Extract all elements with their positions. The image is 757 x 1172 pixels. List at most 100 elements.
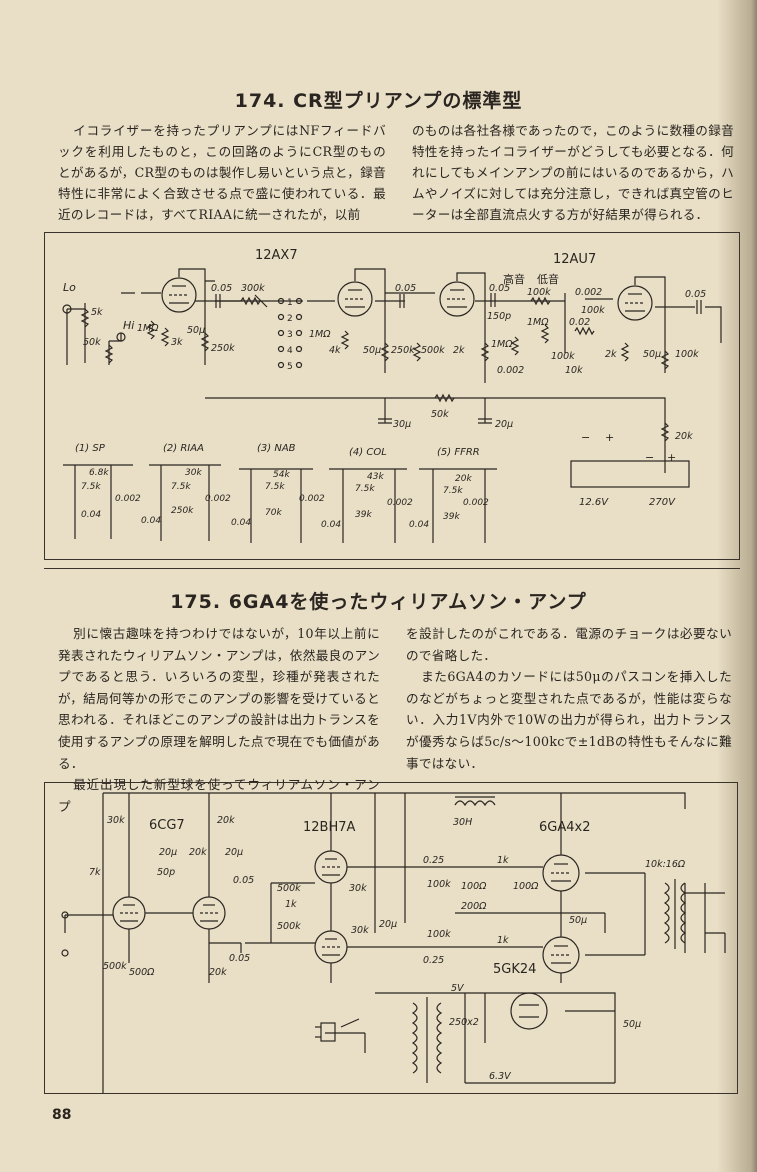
eq-value: 0.002 bbox=[463, 498, 489, 508]
value-label: 100k bbox=[527, 287, 551, 298]
mains-plug bbox=[315, 1018, 360, 1042]
value-label: 50μ bbox=[623, 1019, 641, 1030]
value-label: 10k bbox=[565, 365, 583, 376]
ground-terminal bbox=[61, 949, 69, 957]
input-label: Hi bbox=[123, 319, 134, 332]
value-label: 500Ω bbox=[129, 967, 155, 978]
value-label: 100Ω bbox=[513, 881, 539, 892]
supply-voltage: 270V bbox=[649, 497, 676, 508]
value-label: 0.002 bbox=[497, 365, 524, 376]
value-label: 10k:16Ω bbox=[645, 859, 686, 870]
value-label: 20μ bbox=[495, 419, 513, 430]
eq-value: 39k bbox=[443, 512, 460, 522]
tube-12au7-a bbox=[439, 281, 475, 317]
tone-label-treble: 高音 bbox=[503, 272, 525, 286]
input-terminal bbox=[61, 911, 69, 919]
value-label: 150p bbox=[487, 311, 511, 322]
value-label: 30k bbox=[349, 883, 367, 894]
paragraph: のものは各社各様であったので，このように数種の録音特性を持ったイコライザーがどう… bbox=[412, 123, 734, 222]
value-label: 0.05 bbox=[395, 283, 416, 294]
value-label: 50p bbox=[157, 867, 175, 878]
tube-12bh7a-b bbox=[314, 930, 348, 964]
section-174-title: 174. CR型プリアンプの標準型 bbox=[234, 90, 523, 112]
tube-6cg7-b bbox=[192, 896, 226, 930]
figure-174-preamp-schematic: 12AX7 12AU7 高音 低音 Lo Hi bbox=[44, 232, 740, 560]
value-label: 300k bbox=[241, 283, 265, 294]
value-label: 250x2 bbox=[449, 1017, 479, 1028]
value-label: 50k bbox=[431, 409, 449, 420]
tube-12au7-b bbox=[617, 285, 653, 321]
tube-6cg7-a bbox=[112, 896, 146, 930]
value-label: 20μ bbox=[225, 847, 243, 858]
jack-lo bbox=[62, 304, 72, 314]
eq-label: (1) SP bbox=[75, 443, 106, 454]
value-label: 2k bbox=[453, 345, 465, 356]
value-label: 20μ bbox=[159, 847, 177, 858]
value-label: 100k bbox=[427, 879, 451, 890]
eq-value: 7.5k bbox=[443, 486, 463, 496]
eq-value: 0.04 bbox=[231, 518, 251, 528]
value-label: 30H bbox=[453, 817, 472, 828]
value-label: 1k bbox=[497, 935, 509, 946]
tube-6ga4-a bbox=[542, 854, 580, 892]
eq-value: 7.5k bbox=[265, 482, 285, 492]
supply-sign: − bbox=[645, 451, 654, 464]
eq-value: 43k bbox=[367, 472, 384, 482]
resistor-network bbox=[80, 296, 670, 442]
switch-position: 3 bbox=[287, 330, 293, 340]
tube-12ax7-a bbox=[161, 277, 197, 313]
paragraph: 別に懐古趣味を持つわけではないが，10年以上前に発表されたウィリアムソン・アンプ… bbox=[58, 626, 380, 771]
value-label: 500k bbox=[103, 961, 127, 972]
value-label: 250k bbox=[211, 343, 235, 354]
value-label: 20k bbox=[189, 847, 207, 858]
supply-sign: + bbox=[667, 451, 676, 464]
eq-value: 6.8k bbox=[89, 468, 109, 478]
tube-label: 12BH7A bbox=[303, 820, 356, 835]
value-label: 20k bbox=[217, 815, 235, 826]
value-label: 6.3V bbox=[489, 1071, 512, 1082]
value-label: 0.05 bbox=[211, 283, 232, 294]
eq-value: 0.04 bbox=[321, 520, 341, 530]
tone-label-bass: 低音 bbox=[537, 272, 559, 286]
tube-5gk24-rectifier bbox=[510, 992, 548, 1030]
value-label: 20k bbox=[675, 431, 693, 442]
tube-6ga4-b bbox=[542, 936, 580, 974]
eq-value: 250k bbox=[171, 506, 194, 516]
eq-value: 0.002 bbox=[205, 494, 231, 504]
supply-sign: − bbox=[581, 431, 590, 444]
figure-175-williamson-amp-schematic: 6CG7 12BH7A 6GA4x2 5GK24 bbox=[44, 782, 738, 1094]
switch-position: 1 bbox=[287, 298, 293, 308]
power-transformer bbox=[411, 997, 443, 1083]
value-label: 5k bbox=[91, 307, 103, 318]
switch-position: 5 bbox=[287, 362, 293, 372]
section-divider bbox=[44, 568, 740, 569]
value-label: 30k bbox=[107, 815, 125, 826]
section-175-title: 175. 6GA4を使ったウィリアムソン・アンプ bbox=[170, 591, 587, 613]
value-label: 1k bbox=[285, 899, 297, 910]
tube-label: 6GA4x2 bbox=[539, 820, 590, 835]
tube-12ax7-b bbox=[337, 281, 373, 317]
value-label: 30k bbox=[351, 925, 369, 936]
eq-value: 0.002 bbox=[115, 494, 141, 504]
value-label: 500k bbox=[277, 883, 301, 894]
value-label: 7k bbox=[89, 867, 101, 878]
value-label: 250k bbox=[391, 345, 415, 356]
eq-value: 54k bbox=[273, 470, 290, 480]
value-label: 0.002 bbox=[575, 287, 602, 298]
eq-label: (5) FFRR bbox=[437, 447, 480, 458]
section-175-text-right: を設計したのがこれである．電源のチョークは必要ないので省略した． また6GA4の… bbox=[406, 623, 732, 774]
eq-value: 0.04 bbox=[409, 520, 429, 530]
supply-voltage: 12.6V bbox=[579, 497, 609, 508]
paragraph: イコライザーを持ったプリアンプにはNFフィードバックを利用したものと，この回路の… bbox=[58, 123, 386, 222]
value-label: 0.05 bbox=[233, 875, 254, 886]
eq-value: 0.002 bbox=[299, 494, 325, 504]
eq-value: 20k bbox=[455, 474, 472, 484]
section-175-text-left: 別に懐古趣味を持つわけではないが，10年以上前に発表されたウィリアムソン・アンプ… bbox=[58, 623, 380, 817]
output-transformer bbox=[663, 879, 687, 949]
value-label: 0.25 bbox=[423, 955, 444, 966]
value-label: 1MΩ bbox=[309, 329, 331, 340]
value-label: 1MΩ bbox=[491, 339, 513, 350]
value-label: 5V bbox=[451, 983, 465, 994]
selector-switch: 1 2 3 4 5 bbox=[277, 297, 303, 372]
value-label: 100k bbox=[581, 305, 605, 316]
